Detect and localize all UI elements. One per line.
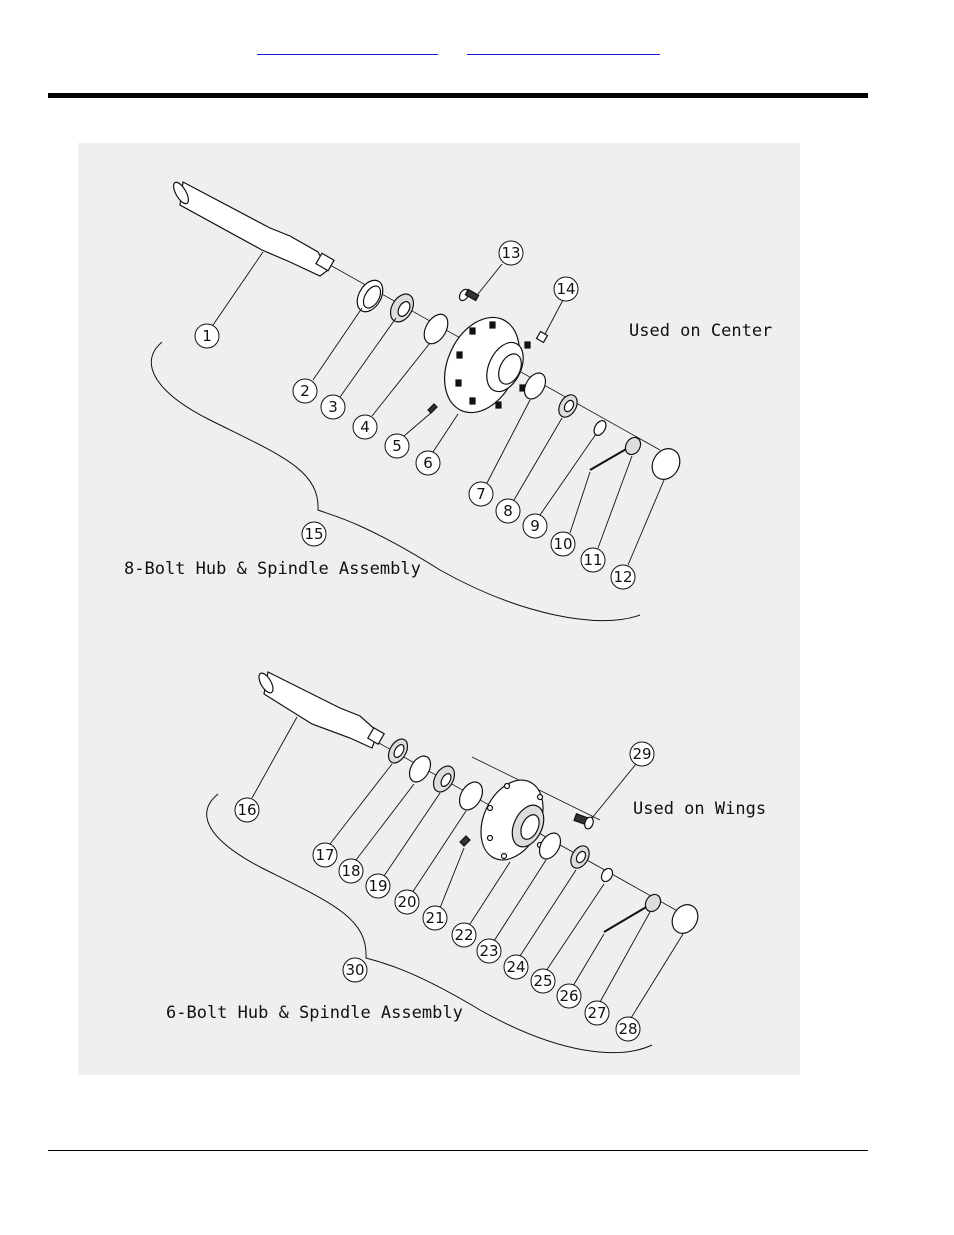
bottom-assembly-title: 6-Bolt Hub & Spindle Assembly <box>166 1003 463 1023</box>
bearing-cup-icon <box>419 310 452 348</box>
callout-25: 25 <box>531 969 555 993</box>
callout-26: 26 <box>557 984 581 1008</box>
svg-text:17: 17 <box>315 846 334 864</box>
outer-bearing-icon <box>567 843 593 872</box>
cotter-pin-icon <box>590 448 628 470</box>
svg-text:12: 12 <box>613 568 632 586</box>
bottom-assembly-drawing <box>207 671 703 1053</box>
spindle-icon <box>180 182 328 276</box>
callout-23: 23 <box>477 939 501 963</box>
callout-10: 10 <box>551 532 575 556</box>
svg-text:2: 2 <box>300 382 310 400</box>
svg-text:27: 27 <box>587 1004 606 1022</box>
callout-22: 22 <box>452 923 476 947</box>
svg-text:18: 18 <box>341 862 360 880</box>
top-assembly-title: 8-Bolt Hub & Spindle Assembly <box>124 559 421 579</box>
callout-30: 30 <box>343 958 367 982</box>
wheel-bolt-icon <box>458 288 479 302</box>
callout-7: 7 <box>469 482 493 506</box>
callout-1: 1 <box>195 324 219 348</box>
seal-icon <box>385 736 412 767</box>
svg-text:1: 1 <box>202 327 212 345</box>
callout-2: 2 <box>293 379 317 403</box>
callout-8: 8 <box>496 499 520 523</box>
callout-18: 18 <box>339 859 363 883</box>
svg-text:13: 13 <box>501 244 520 262</box>
castle-nut-icon <box>642 892 663 915</box>
seal-icon <box>352 276 388 316</box>
svg-text:21: 21 <box>425 909 444 927</box>
svg-text:10: 10 <box>553 535 572 553</box>
callout-13: 13 <box>499 241 523 265</box>
top-usage-label: Used on Center <box>629 321 772 341</box>
callout-27: 27 <box>585 1001 609 1025</box>
callout-4: 4 <box>353 415 377 439</box>
svg-text:14: 14 <box>556 280 575 298</box>
svg-text:28: 28 <box>618 1020 637 1038</box>
callout-9: 9 <box>523 514 547 538</box>
dust-cap-icon <box>647 444 686 485</box>
svg-text:15: 15 <box>304 525 323 543</box>
grease-zerk-icon <box>428 404 437 413</box>
callout-21: 21 <box>423 906 447 930</box>
callout-3: 3 <box>321 395 345 419</box>
callout-24: 24 <box>504 955 528 979</box>
callout-11: 11 <box>581 548 605 572</box>
bearing-cone-icon <box>386 290 418 326</box>
bearing-cone-icon <box>429 762 459 795</box>
svg-text:4: 4 <box>360 418 370 436</box>
bearing-cup-icon <box>455 778 487 814</box>
svg-text:25: 25 <box>533 972 552 990</box>
callout-14: 14 <box>554 277 578 301</box>
svg-text:16: 16 <box>237 801 256 819</box>
callout-19: 19 <box>366 874 390 898</box>
washer-icon <box>592 419 609 438</box>
svg-text:29: 29 <box>632 745 651 763</box>
callout-6: 6 <box>416 451 440 475</box>
top-assembly-drawing <box>151 180 685 621</box>
footer-rule <box>48 1150 868 1151</box>
castle-nut-icon <box>622 435 643 458</box>
callout-29: 29 <box>630 742 654 766</box>
callout-12: 12 <box>611 565 635 589</box>
svg-text:5: 5 <box>392 437 402 455</box>
bottom-usage-label: Used on Wings <box>633 799 766 819</box>
grease-zerk-icon <box>460 836 470 846</box>
svg-text:11: 11 <box>583 551 602 569</box>
svg-text:22: 22 <box>454 926 473 944</box>
dust-cap-icon <box>667 900 703 938</box>
outer-bearing-icon <box>555 392 581 421</box>
svg-text:3: 3 <box>328 398 338 416</box>
svg-text:23: 23 <box>479 942 498 960</box>
callout-20: 20 <box>395 890 419 914</box>
svg-text:7: 7 <box>476 485 486 503</box>
callout-16: 16 <box>235 798 259 822</box>
spindle-icon <box>264 672 378 748</box>
svg-text:6: 6 <box>423 454 433 472</box>
svg-text:20: 20 <box>397 893 416 911</box>
bearing-cup-icon <box>405 752 435 785</box>
callout-28: 28 <box>616 1017 640 1041</box>
svg-text:24: 24 <box>506 958 525 976</box>
svg-text:19: 19 <box>368 877 387 895</box>
svg-text:30: 30 <box>345 961 364 979</box>
callout-15: 15 <box>302 522 326 546</box>
svg-text:8: 8 <box>503 502 513 520</box>
callout-17: 17 <box>313 843 337 867</box>
svg-text:9: 9 <box>530 517 540 535</box>
svg-text:26: 26 <box>559 987 578 1005</box>
washer-icon <box>599 866 615 883</box>
callout-5: 5 <box>385 434 409 458</box>
